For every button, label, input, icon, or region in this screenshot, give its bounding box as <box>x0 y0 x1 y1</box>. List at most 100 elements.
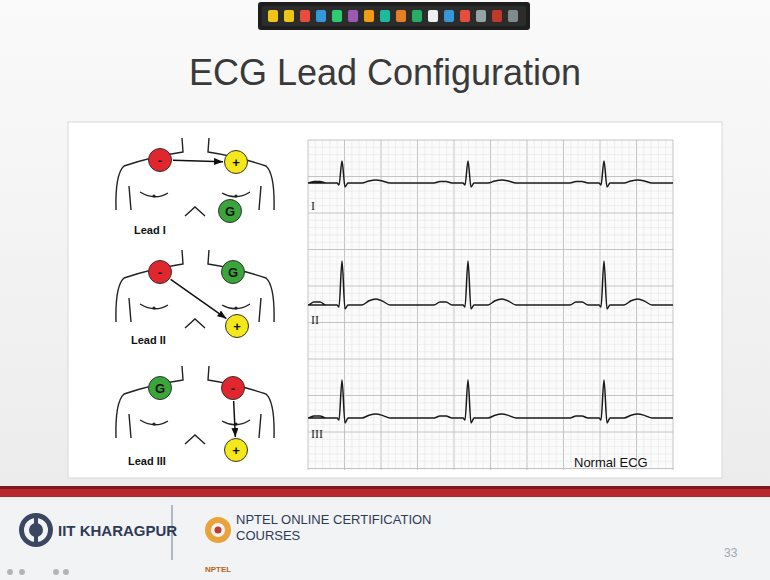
institute-name: IIT KHARAGPUR <box>58 522 177 539</box>
grid-line <box>308 256 673 257</box>
electrode-sign: + <box>232 156 240 169</box>
grid-line <box>308 227 673 228</box>
grid-line <box>308 453 673 454</box>
grid-line <box>373 140 374 470</box>
electrode-sign: G <box>228 266 238 279</box>
grid-line <box>308 234 673 235</box>
torso-line <box>259 186 261 210</box>
torso-line <box>185 207 205 216</box>
ecg-trace <box>308 161 673 187</box>
ecg-trace <box>308 380 673 423</box>
torso-line <box>222 192 250 197</box>
torso-line <box>140 420 168 425</box>
grid-line <box>308 293 673 294</box>
grid-line <box>381 140 382 470</box>
electrode: G <box>221 260 245 284</box>
electrode: - <box>221 376 245 400</box>
electrode-sign: - <box>231 382 235 395</box>
logo-text: NPTEL <box>205 565 231 574</box>
grid-line <box>308 395 673 396</box>
grid-line <box>366 140 367 470</box>
torso-line <box>222 420 250 425</box>
grid-line <box>585 140 586 470</box>
grid-line <box>308 366 673 367</box>
toolbar-icon <box>444 10 454 22</box>
torso-line <box>185 319 205 328</box>
nipple <box>234 306 237 309</box>
trace-label: III <box>311 428 323 442</box>
grid-line <box>308 432 673 433</box>
grid-line <box>308 388 673 389</box>
grid-line <box>308 380 673 381</box>
grid-line <box>308 286 673 287</box>
grid-line <box>439 140 440 470</box>
grid-line <box>308 220 673 221</box>
grid-line <box>308 176 673 177</box>
nipple <box>234 194 237 197</box>
torso-line <box>208 250 274 322</box>
grid-line <box>308 402 673 403</box>
grid-line <box>308 439 673 440</box>
torso-line <box>222 304 250 309</box>
grid-line <box>578 140 579 470</box>
electrode: G <box>148 376 172 400</box>
trace-label: II <box>311 314 319 328</box>
electrode: + <box>224 438 248 462</box>
grid-paper <box>308 140 673 470</box>
toolbar-icon <box>460 10 470 22</box>
toolbar-icon <box>492 10 502 22</box>
slide-title: ECG Lead Configuration <box>0 52 770 93</box>
grid-line <box>497 140 498 470</box>
grid-line <box>308 147 673 148</box>
toolbar <box>258 2 530 30</box>
torso-line <box>259 414 261 438</box>
nipple <box>152 306 155 309</box>
grid-line <box>308 307 673 308</box>
toolbar-icon <box>380 10 390 22</box>
torso-outline <box>116 250 274 328</box>
grid-line <box>308 264 673 265</box>
electrode-sign: + <box>233 320 241 333</box>
electrode: + <box>225 314 249 338</box>
torso-line <box>116 366 183 438</box>
nptel-logo <box>205 517 231 543</box>
toolbar-icon <box>412 10 422 22</box>
grid-line <box>446 140 447 470</box>
toolbar-icon <box>284 10 294 22</box>
nav-icons <box>7 569 69 575</box>
torso-outline <box>116 138 274 216</box>
toolbar-icon <box>508 10 518 22</box>
page-number: 33 <box>724 547 737 561</box>
electrode-sign: + <box>232 444 240 457</box>
torso-drawings <box>116 138 274 444</box>
lead-caption: Lead III <box>128 455 166 468</box>
torso-line <box>129 298 131 322</box>
grid-line <box>636 140 637 470</box>
grid-line <box>308 249 673 250</box>
grid-line <box>308 300 673 301</box>
grid-line <box>308 329 673 330</box>
footer-band <box>0 489 770 497</box>
grid-line <box>468 140 469 470</box>
course-name: NPTEL ONLINE CERTIFICATION COURSES <box>236 512 446 543</box>
grid-line <box>308 424 673 425</box>
trace-label: I <box>311 200 315 214</box>
grid-line <box>308 322 673 323</box>
slide-background <box>0 0 770 490</box>
footer-background <box>0 497 770 580</box>
torso-line <box>116 138 183 210</box>
torso-line <box>140 192 168 197</box>
torso-line <box>140 304 168 309</box>
grid-line <box>308 198 673 199</box>
grid-line <box>629 140 630 470</box>
electrode: + <box>224 150 248 174</box>
grid-line <box>505 140 506 470</box>
grid-line <box>308 278 673 279</box>
electrode-sign: - <box>158 154 162 167</box>
torso-line <box>129 414 131 438</box>
electrode-sign: G <box>225 205 235 218</box>
grid-line <box>308 205 673 206</box>
grid-line <box>308 410 673 411</box>
